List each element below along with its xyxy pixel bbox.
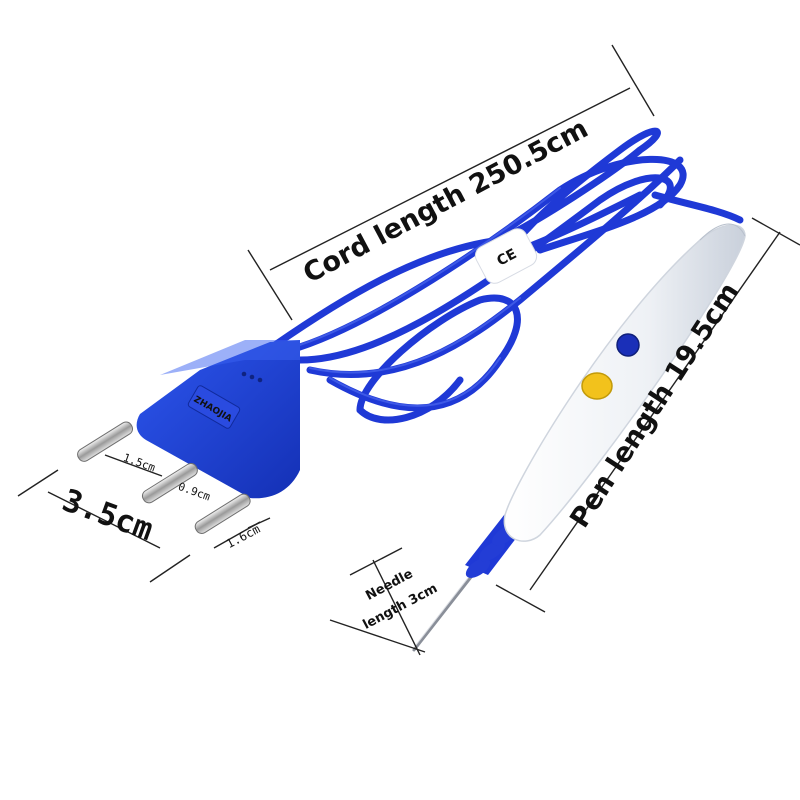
dimension-lines [17,44,800,656]
pen-button-blue [616,333,640,357]
cable-tag: CE [474,228,538,284]
banana-plug: ZHAOJIA [136,340,300,499]
coiled-cable [271,127,744,424]
plug-width-label: 3.5cm [58,482,158,548]
pin-length-label: 1.6cm [224,522,262,551]
cable-highlights [289,187,561,407]
pin-spacing-label-1: 1.5cm [121,451,157,475]
pen-button-yellow [581,372,613,400]
pin-spacing-label-2: 0.9cm [176,480,212,504]
pen-handle [503,223,746,542]
plug-pins [77,421,251,534]
